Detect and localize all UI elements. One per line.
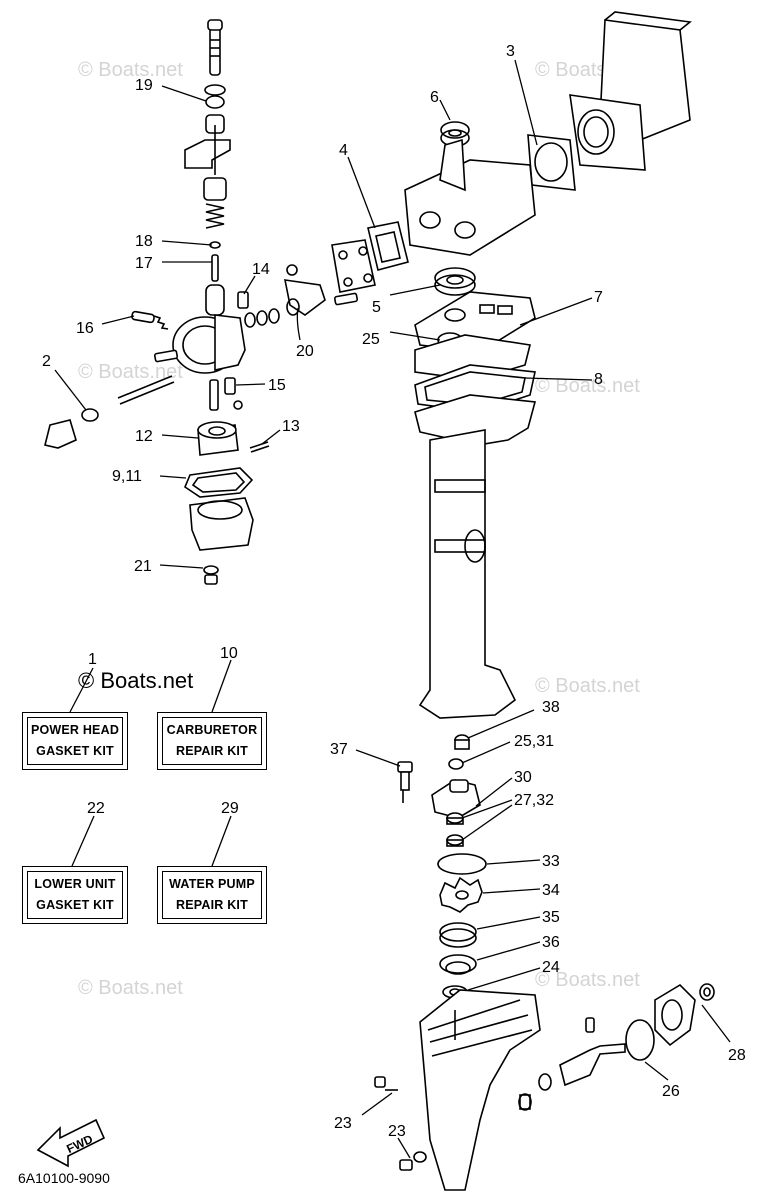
callout-4: 4 — [339, 142, 348, 159]
callout-6: 6 — [430, 89, 439, 106]
kit-lower-unit-gasket[interactable]: LOWER UNIT GASKET KIT — [22, 866, 128, 924]
callout-38: 38 — [542, 699, 560, 716]
lower-unit-assembly — [374, 983, 715, 1191]
kit-label-line: POWER HEAD — [30, 723, 120, 737]
callout-27-32: 27,32 — [514, 792, 554, 809]
watermark: © Boats.net — [535, 969, 640, 991]
callout-25-31: 25,31 — [514, 733, 554, 750]
watermark: © Boats.net — [78, 361, 183, 383]
callout-30: 30 — [514, 769, 532, 786]
callout-1: 1 — [88, 651, 97, 668]
callout-16: 16 — [76, 320, 94, 337]
callout-10: 10 — [220, 645, 238, 662]
callout-36: 36 — [542, 934, 560, 951]
kit-label-line: REPAIR KIT — [176, 898, 248, 912]
watermark: © Boats.net — [78, 59, 183, 81]
callout-3: 3 — [506, 43, 515, 60]
callout-34: 34 — [542, 882, 560, 899]
callout-20: 20 — [296, 343, 314, 360]
callout-13: 13 — [282, 418, 300, 435]
callout-15: 15 — [268, 377, 286, 394]
water-pump-assembly — [397, 734, 487, 999]
callout-9-11: 9,11 — [112, 468, 142, 485]
callout-35: 35 — [542, 909, 560, 926]
watermark: © Boats.net — [535, 675, 640, 697]
carburetor-assembly — [44, 19, 326, 585]
leader-lines — [54, 59, 731, 1159]
kit-water-pump-repair[interactable]: WATER PUMP REPAIR KIT — [157, 866, 267, 924]
kit-label-line: REPAIR KIT — [176, 744, 248, 758]
watermark: © Boats.net — [78, 977, 183, 999]
callout-14: 14 — [252, 261, 270, 278]
callout-22: 22 — [87, 800, 105, 817]
kit-label-line: GASKET KIT — [36, 898, 114, 912]
callout-33: 33 — [542, 853, 560, 870]
callout-7: 7 — [594, 289, 603, 306]
kit-label-line: CARBURETOR — [166, 723, 258, 737]
kit-label-line: WATER PUMP — [169, 877, 255, 891]
kit-power-head-gasket[interactable]: POWER HEAD GASKET KIT — [22, 712, 128, 770]
callout-29: 29 — [221, 800, 239, 817]
callout-24: 24 — [542, 959, 560, 976]
callout-18: 18 — [135, 233, 153, 250]
watermark: © Boats.net — [535, 375, 640, 397]
callouts: 1 2 3 4 5 6 7 8 9,11 10 12 13 14 15 16 1… — [42, 43, 746, 1140]
power-head-assembly — [331, 11, 692, 719]
callout-12: 12 — [135, 428, 153, 445]
kit-label-line: GASKET KIT — [36, 744, 114, 758]
callout-23: 23 — [388, 1123, 406, 1140]
callout-21: 21 — [134, 558, 152, 575]
kit-carburetor-repair[interactable]: CARBURETOR REPAIR KIT — [157, 712, 267, 770]
callout-2: 2 — [42, 353, 51, 370]
callout-26: 26 — [662, 1083, 680, 1100]
callout-17: 17 — [135, 255, 153, 272]
callout-23: 23 — [334, 1115, 352, 1132]
fwd-arrow: FWD — [36, 1118, 106, 1168]
callout-8: 8 — [594, 371, 603, 388]
callout-25: 25 — [362, 331, 380, 348]
callout-28: 28 — [728, 1047, 746, 1064]
watermark-dark: © Boats.net — [78, 668, 193, 693]
callout-5: 5 — [372, 299, 381, 316]
callout-19: 19 — [135, 77, 153, 94]
callout-37: 37 — [330, 741, 348, 758]
diagram-code: 6A10100-9090 — [18, 1170, 110, 1186]
kit-label-line: LOWER UNIT — [34, 877, 116, 891]
